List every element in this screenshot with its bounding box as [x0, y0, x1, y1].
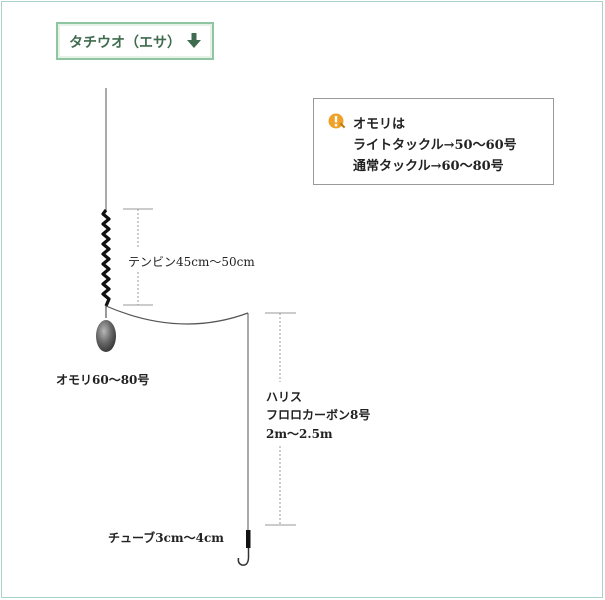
note-line-2: ライトタックル→50～60号 [353, 138, 517, 153]
sinker-note-box: オモリは ライトタックル→50～60号 通常タックル→60～80号 [313, 98, 554, 185]
harris-label-1: ハリス [266, 390, 303, 404]
rig-title: タチウオ（エサ） [69, 35, 181, 51]
tenbin-wire [101, 209, 111, 307]
tenbin-label: テンビン45cm～50cm [128, 255, 255, 269]
tube [246, 530, 251, 548]
down-arrow-icon [187, 33, 201, 53]
note-line-1: オモリは [353, 117, 406, 132]
harris-label-2: フロロカーボン8号 [266, 408, 371, 422]
harris-label-3: 2m～2.5m [266, 427, 333, 441]
tube-label: チューブ3cm～4cm [108, 531, 224, 545]
tenbin-dimension [123, 208, 153, 306]
tenbin-arm [105, 305, 249, 325]
sinker-label: オモリ60～80号 [56, 373, 150, 387]
sinker [96, 320, 116, 352]
warning-icon [328, 113, 346, 135]
hook-icon [237, 548, 250, 566]
note-line-3: 通常タックル→60～80号 [353, 159, 504, 174]
harris-dimension [265, 312, 296, 526]
title-box: タチウオ（エサ） [56, 22, 214, 60]
